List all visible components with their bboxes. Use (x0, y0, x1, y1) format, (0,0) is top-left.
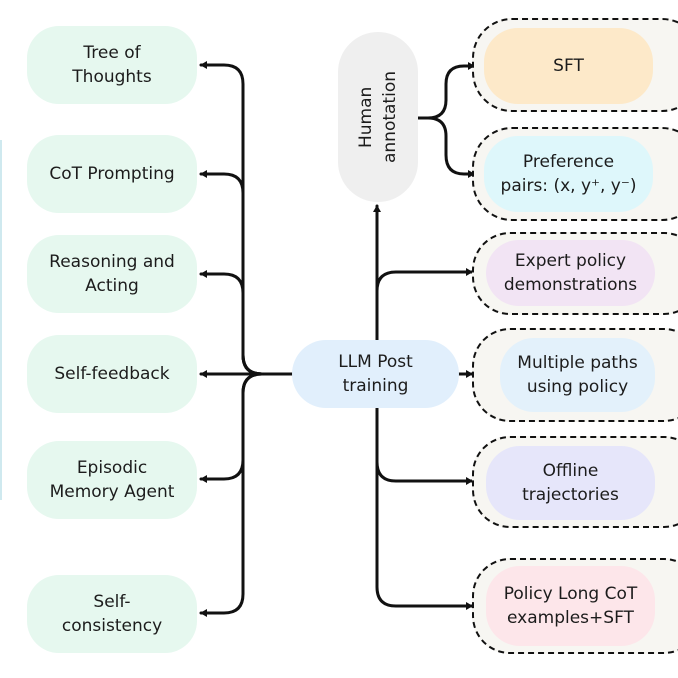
node-reasoning-and-acting: Reasoning and Acting (27, 235, 197, 313)
branch-expert-policy (375, 268, 474, 342)
branch-self-consistency (199, 372, 264, 617)
node-preference-pairs: Preference pairs: (x, y⁺, y⁻) (484, 136, 653, 212)
node-expert-policy-demonstrations: Expert policy demonstrations (486, 240, 655, 306)
branch-tree-of-thoughts (199, 61, 264, 376)
node-tree-of-thoughts: Tree of Thoughts (27, 26, 197, 104)
node-offline-trajectories: Offline trajectories (486, 446, 655, 520)
branch-reasoning-and-acting (199, 270, 264, 376)
line-human-to-split (416, 98, 448, 120)
branch-policy-long-cot (375, 406, 474, 610)
branch-sft (444, 62, 476, 102)
node-self-feedback: Self-feedback (27, 335, 197, 413)
node-self-consistency: Self- consistency (27, 575, 197, 653)
node-cot-prompting: CoT Prompting (27, 135, 197, 213)
node-llm-post-training: LLM Post training (292, 340, 459, 408)
human-annotation-label: Human annotation (356, 70, 400, 163)
node-policy-long-cot-examples-sft: Policy Long CoT examples+SFT (486, 566, 655, 646)
node-episodic-memory-agent: Episodic Memory Agent (27, 441, 197, 519)
node-multiple-paths-using-policy: Multiple paths using policy (500, 338, 655, 412)
branch-preference-pairs (426, 116, 476, 178)
branch-offline-trajectories (375, 406, 474, 485)
branch-episodic-memory-agent (199, 372, 264, 483)
node-sft: SFT (484, 28, 653, 104)
node-human-annotation: Human annotation (338, 32, 418, 202)
left-edge-accent (0, 140, 2, 500)
